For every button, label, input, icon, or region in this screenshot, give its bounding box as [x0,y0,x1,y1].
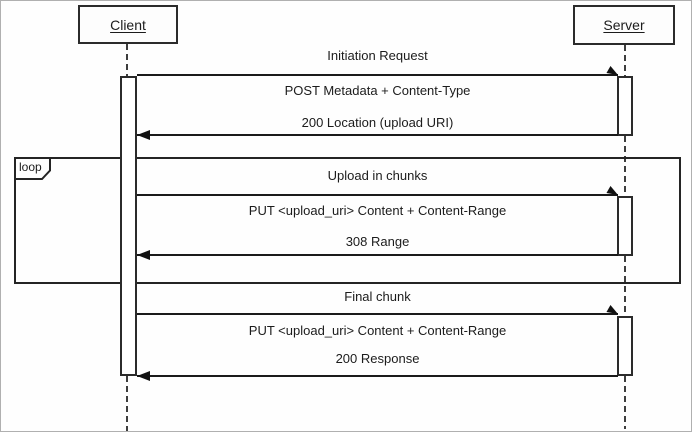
section-title: Initiation Request [327,48,428,63]
server-lifeline [624,45,626,76]
section-title: Final chunk [344,289,411,304]
actor-server-label: Server [603,17,645,33]
response-message: 200 Response [335,351,420,366]
actor-client-label: Client [110,16,146,33]
server-lifeline [624,136,626,196]
request-arrow [137,186,620,199]
client-lifeline [126,44,128,76]
loop-fragment [14,157,681,284]
loop-pentagon-icon [14,157,51,180]
actor-client: Client [78,5,178,44]
loop-operator-badge: loop [14,157,51,180]
client-activation-bar [120,76,137,376]
response-arrow [137,250,618,260]
loop-operator-label: loop [19,160,42,174]
request-message: PUT <upload_uri> Content + Content-Range [248,203,507,218]
response-arrow [137,130,618,140]
server-activation-bar [617,196,633,256]
response-message: 200 Location (upload URI) [301,115,454,130]
response-arrow [137,371,618,381]
section-title: Upload in chunks [327,168,428,183]
request-arrow [137,66,620,79]
actor-server: Server [573,5,675,45]
server-lifeline [624,376,626,429]
request-message: PUT <upload_uri> Content + Content-Range [248,323,507,338]
response-message: 308 Range [345,234,410,249]
server-lifeline [624,256,626,316]
client-lifeline [126,376,128,431]
arrowhead-left-icon [137,130,150,140]
server-activation-bar [617,316,633,376]
server-activation-bar [617,76,633,136]
request-arrow [137,305,620,318]
request-message: POST Metadata + Content-Type [284,83,471,98]
arrowhead-left-icon [137,371,150,381]
arrowhead-left-icon [137,250,150,260]
